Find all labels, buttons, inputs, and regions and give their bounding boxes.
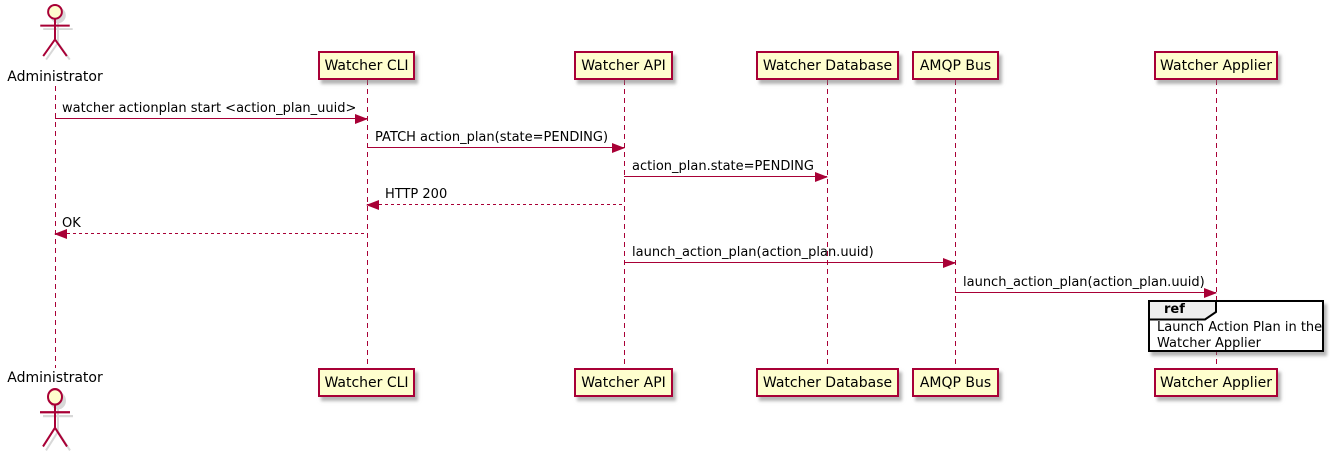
message-4-label: HTTP 200 xyxy=(385,187,448,202)
message-2-label: PATCH action_plan(state=PENDING) xyxy=(375,130,609,145)
message-7-line xyxy=(955,292,1216,293)
participant-watcher-database-top: Watcher Database xyxy=(756,51,899,80)
participant-watcher-applier-bottom: Watcher Applier xyxy=(1154,368,1278,397)
lifeline-watcher-api xyxy=(624,80,625,368)
ref-fragment: ref Launch Action Plan in the Watcher Ap… xyxy=(1148,300,1324,352)
participant-amqp-bus-top: AMQP Bus xyxy=(912,51,999,80)
arrowhead-right-icon xyxy=(815,172,828,182)
participant-watcher-cli-bottom: Watcher CLI xyxy=(318,368,415,397)
arrowhead-left-icon xyxy=(366,200,379,210)
message-5-line xyxy=(55,233,367,234)
message-5-arrow xyxy=(54,229,367,239)
message-2-line xyxy=(367,147,624,148)
participant-watcher-cli-top: Watcher CLI xyxy=(318,51,415,80)
actor-label-bottom: Administrator xyxy=(7,370,103,386)
arrowhead-left-icon xyxy=(54,229,67,239)
message-7-label: launch_action_plan(action_plan.uuid) xyxy=(963,275,1205,290)
message-7-arrow xyxy=(955,288,1217,298)
message-4-arrow xyxy=(366,200,624,210)
message-6-label: launch_action_plan(action_plan.uuid) xyxy=(632,245,874,260)
message-3-arrow xyxy=(624,172,828,182)
ref-text: Launch Action Plan in the Watcher Applie… xyxy=(1157,320,1322,352)
message-1-arrow xyxy=(55,114,368,124)
message-2-arrow xyxy=(367,143,625,153)
lifeline-watcher-cli xyxy=(367,80,368,368)
participant-watcher-database-bottom: Watcher Database xyxy=(756,368,899,397)
message-4-line xyxy=(367,204,624,205)
actor-label-top: Administrator xyxy=(7,69,103,85)
actor-icon-bottom xyxy=(40,388,73,451)
lifeline-watcher-database xyxy=(827,80,828,368)
actor-icon-top xyxy=(40,4,73,61)
participant-amqp-bus-bottom: AMQP Bus xyxy=(912,368,999,397)
participant-watcher-api-bottom: Watcher API xyxy=(574,368,673,397)
lifeline-watcher-applier xyxy=(1216,80,1217,368)
message-3-line xyxy=(624,176,827,177)
message-1-label: watcher actionplan start <action_plan_uu… xyxy=(62,101,357,116)
arrowhead-right-icon xyxy=(1204,288,1217,298)
message-5-label: OK xyxy=(62,216,81,231)
message-6-line xyxy=(624,262,955,263)
ref-keyword: ref xyxy=(1164,302,1185,317)
arrowhead-right-icon xyxy=(943,258,956,268)
participant-watcher-applier-top: Watcher Applier xyxy=(1154,51,1278,80)
lifeline-administrator xyxy=(55,86,56,368)
lifeline-amqp-bus xyxy=(955,80,956,368)
participant-watcher-api-top: Watcher API xyxy=(574,51,673,80)
ref-tab-icon xyxy=(1148,300,1217,321)
arrowhead-right-icon xyxy=(355,114,368,124)
arrowhead-right-icon xyxy=(612,143,625,153)
ref-text-line1: Launch Action Plan in the xyxy=(1157,320,1323,335)
ref-text-line2: Watcher Applier xyxy=(1157,336,1261,351)
message-3-label: action_plan.state=PENDING xyxy=(632,159,814,174)
message-6-arrow xyxy=(624,258,956,268)
message-1-line xyxy=(55,118,367,119)
